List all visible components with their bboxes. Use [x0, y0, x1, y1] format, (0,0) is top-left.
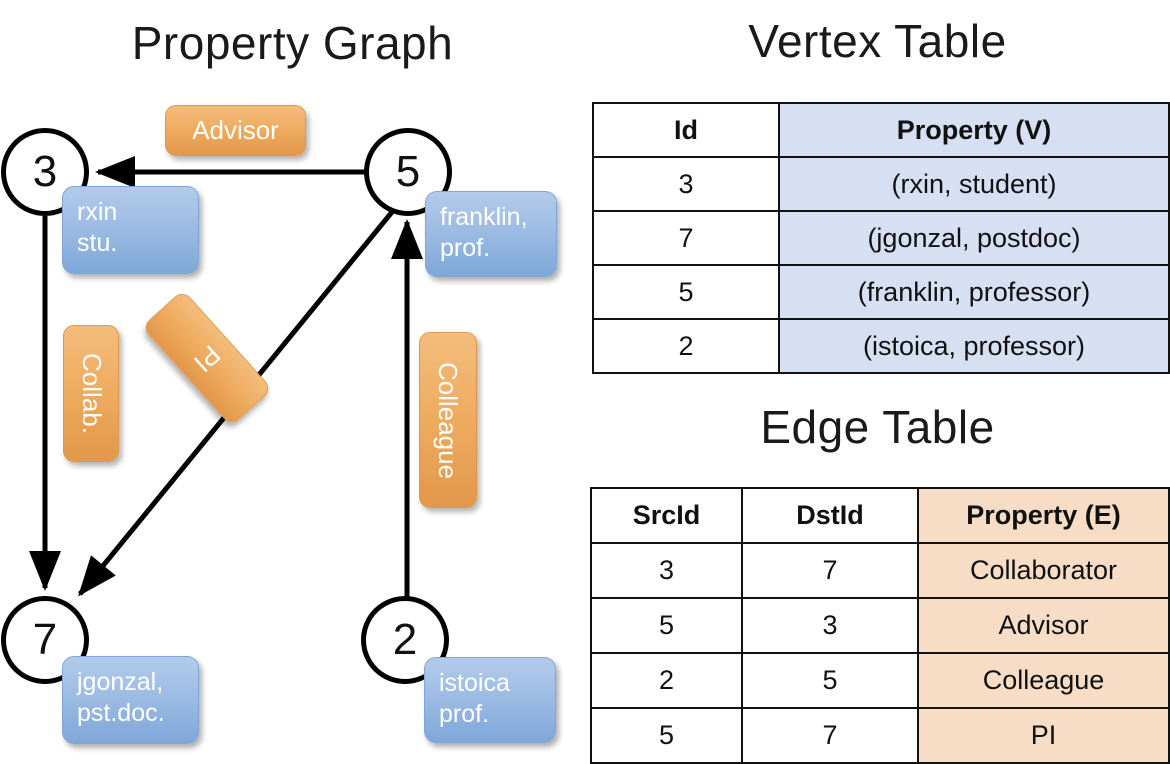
edge-label-colleague: Colleague	[419, 332, 477, 508]
vertex-cell-property: (franklin, professor)	[778, 264, 1170, 320]
vertex-cell-property: (istoica, professor)	[778, 318, 1170, 374]
node-property-box-rxin: rxin stu.	[62, 186, 199, 274]
edge-cell-srcid: 2	[590, 652, 743, 709]
edge-label-collab: Collab.	[63, 325, 119, 462]
vertex-cell-property: (jgonzal, postdoc)	[778, 210, 1170, 266]
table-row: 5 7 PI	[590, 707, 1170, 764]
edge-col-header-srcid: SrcId	[590, 487, 743, 544]
edge-cell-property: Colleague	[917, 652, 1170, 709]
vertex-cell-id: 7	[592, 210, 780, 266]
edge-cell-dstid: 3	[741, 597, 919, 654]
edge-cell-srcid: 5	[590, 597, 743, 654]
vertex-table: Id Property (V) 3 (rxin, student) 7 (jgo…	[592, 102, 1170, 374]
page-title-edge-table: Edge Table	[760, 401, 995, 453]
table-row: 2 5 Colleague	[590, 652, 1170, 709]
table-row: 5 3 Advisor	[590, 597, 1170, 654]
table-row: 2 (istoica, professor)	[592, 318, 1170, 374]
vertex-cell-property: (rxin, student)	[778, 156, 1170, 212]
edge-label-advisor: Advisor	[165, 105, 306, 156]
node-property-line2: prof.	[440, 233, 491, 262]
edge-col-header-property: Property (E)	[917, 487, 1170, 544]
edge-cell-property: PI	[917, 707, 1170, 764]
node-property-line2: pst.doc.	[77, 698, 165, 727]
edge-cell-srcid: 5	[590, 707, 743, 764]
node-property-line1: franklin,	[440, 203, 528, 231]
table-row: 7 (jgonzal, postdoc)	[592, 210, 1170, 266]
vertex-col-header-property: Property (V)	[778, 102, 1170, 158]
edge-table-header-row: SrcId DstId Property (E)	[590, 487, 1170, 544]
edge-cell-dstid: 7	[741, 707, 919, 764]
node-property-line2: prof.	[439, 699, 490, 728]
node-property-box-jgonzal: jgonzal, pst.doc.	[62, 656, 199, 744]
node-property-line1: istoica	[439, 669, 510, 697]
table-row: 5 (franklin, professor)	[592, 264, 1170, 320]
vertex-cell-id: 2	[592, 318, 780, 374]
table-row: 3 (rxin, student)	[592, 156, 1170, 212]
property-graph-diagram: 3 5 7 2 rxin stu. franklin, prof. jgonza…	[0, 0, 585, 760]
graph-node-2[interactable]: 2	[361, 596, 449, 684]
node-property-line1: jgonzal,	[77, 668, 164, 696]
node-property-line1: rxin	[77, 198, 118, 226]
node-property-line2: stu.	[77, 228, 118, 257]
edge-cell-srcid: 3	[590, 542, 743, 599]
vertex-table-header-row: Id Property (V)	[592, 102, 1170, 158]
graph-node-5[interactable]: 5	[364, 128, 452, 216]
edge-cell-dstid: 7	[741, 542, 919, 599]
node-property-box-istoica: istoica prof.	[424, 657, 556, 743]
edge-cell-property: Advisor	[917, 597, 1170, 654]
page-title-property-graph: Property Graph	[131, 17, 454, 69]
vertex-cell-id: 5	[592, 264, 780, 320]
edge-col-header-dstid: DstId	[741, 487, 919, 544]
vertex-col-header-id: Id	[592, 102, 780, 158]
page-title-vertex-table: Vertex Table	[748, 15, 1007, 67]
edge-table: SrcId DstId Property (E) 3 7 Collaborato…	[590, 487, 1170, 764]
table-row: 3 7 Collaborator	[590, 542, 1170, 599]
edge-cell-dstid: 5	[741, 652, 919, 709]
vertex-cell-id: 3	[592, 156, 780, 212]
edge-cell-property: Collaborator	[917, 542, 1170, 599]
node-property-box-franklin: franklin, prof.	[425, 191, 557, 277]
